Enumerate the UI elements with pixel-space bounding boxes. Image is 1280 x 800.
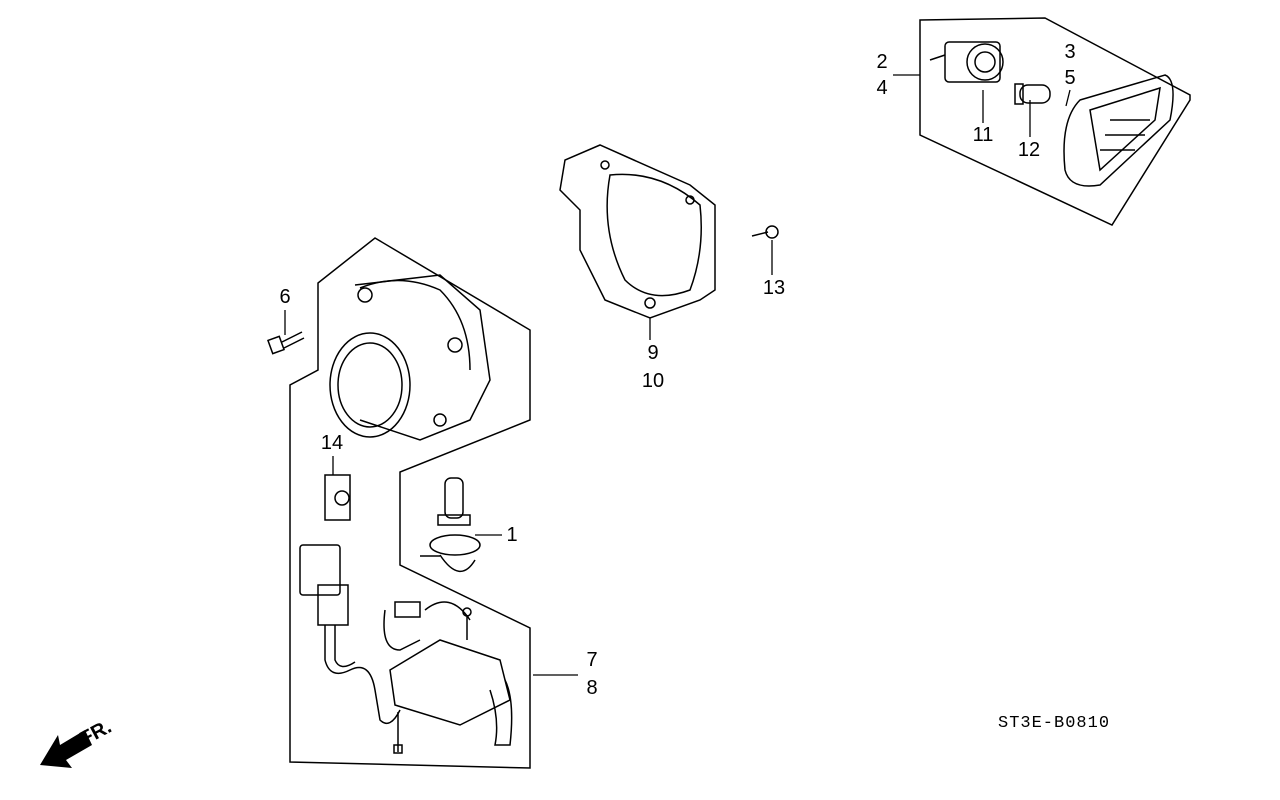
fog-light-part	[329, 274, 491, 441]
fog-light-group-outline	[289, 237, 531, 769]
callout-6: 6	[279, 286, 291, 308]
callout-2: 2	[876, 51, 888, 73]
callout-11: 11	[972, 124, 994, 146]
callout-7: 7	[586, 649, 598, 671]
callout-5: 5	[1064, 67, 1076, 89]
callout-12: 12	[1017, 139, 1041, 161]
socket-14-part	[324, 474, 351, 521]
bolt-6-part	[267, 331, 305, 355]
screw-13-part	[751, 225, 779, 239]
diagram-code: ST3E-B0810	[998, 714, 1111, 733]
callout-10: 10	[641, 370, 665, 392]
front-arrow-icon	[40, 730, 92, 768]
side-marker-lens-part	[1063, 74, 1174, 187]
callout-1: 1	[506, 524, 518, 546]
leader-lines	[284, 74, 1071, 676]
socket-part	[929, 41, 1004, 83]
bulb-h3-part	[420, 477, 481, 572]
callout-14: 14	[320, 432, 344, 454]
bulb-small-part	[1014, 83, 1051, 105]
callout-4: 4	[876, 77, 888, 99]
harness-part	[299, 544, 513, 754]
callout-3: 3	[1064, 41, 1076, 63]
callout-9: 9	[647, 342, 659, 364]
bracket-part	[559, 144, 716, 319]
callout-13: 13	[762, 277, 786, 299]
callout-8: 8	[586, 677, 598, 699]
side-marker-group-outline	[919, 17, 1191, 226]
